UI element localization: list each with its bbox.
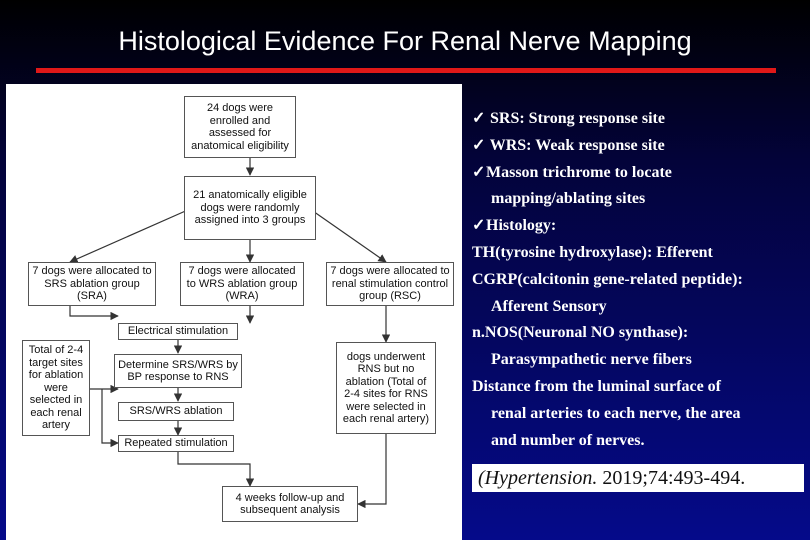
arrow-note-followup xyxy=(357,434,387,509)
box-ablation: SRS/WRS ablation xyxy=(118,402,234,421)
bullet-distance-cont: renal arteries to each nerve, the area xyxy=(491,404,741,422)
arrow-note-repeated xyxy=(101,389,119,448)
box-left-note: Total of 2-4 target sites for ablation w… xyxy=(22,340,90,436)
box-electrical-stimulation: Electrical stimulation xyxy=(118,323,238,340)
check-icon: ✓ xyxy=(472,163,486,181)
box-group-rsc: 7 dogs were allocated to renal stimulati… xyxy=(326,262,454,306)
box-group-sra: 7 dogs were allocated to SRS ablation gr… xyxy=(28,262,156,306)
bullet-cgrp-cont: Afferent Sensory xyxy=(491,297,607,315)
slide-title: Histological Evidence For Renal Nerve Ma… xyxy=(118,26,692,56)
bullet-srs: ✓ SRS: Strong response site xyxy=(472,106,810,133)
arrow-sra-stim xyxy=(69,306,119,321)
citation-ref: 2019;74:493-494. xyxy=(597,467,746,489)
check-icon: ✓ xyxy=(472,217,486,235)
citation: (Hypertension. 2019;74:493-494. xyxy=(472,464,804,492)
bullet-histology: ✓Histology: xyxy=(472,213,810,240)
check-icon: ✓ xyxy=(472,136,486,154)
box-group-wra: 7 dogs were allocated to WRS ablation gr… xyxy=(180,262,304,306)
box-determine: Determine SRS/WRS by BP response to RNS xyxy=(114,354,242,388)
bullet-nnos: n.NOS(Neuronal NO synthase): xyxy=(472,324,689,342)
bullet-cgrp: CGRP(calcitonin gene-related peptide): xyxy=(472,270,743,288)
arrow-to-sra xyxy=(69,208,191,263)
check-icon: ✓ xyxy=(472,110,486,127)
box-enrolled: 24 dogs were enrolled and assessed for a… xyxy=(184,96,296,158)
arrow-to-rsc xyxy=(309,208,387,263)
title-underline xyxy=(36,68,776,73)
flowchart-connectors xyxy=(69,157,391,509)
bullet-th: TH(tyrosine hydroxylase): Efferent xyxy=(472,243,713,261)
bullet-nnos-cont: Parasympathetic nerve fibers xyxy=(491,351,692,369)
arrow-repeated-followup xyxy=(177,452,255,487)
bullet-list: ✓ SRS: Strong response site ✓ WRS: Weak … xyxy=(472,106,810,454)
bullet-distance: Distance from the luminal surface of xyxy=(472,377,721,395)
citation-journal: (Hypertension. xyxy=(478,467,598,489)
bullet-distance-cont2: and number of nerves. xyxy=(491,431,645,449)
bullet-masson-cont: mapping/ablating sites xyxy=(491,190,646,208)
box-followup: 4 weeks follow-up and subsequent analysi… xyxy=(222,486,358,522)
box-right-note: dogs underwent RNS but no ablation (Tota… xyxy=(336,342,436,434)
box-repeated-stimulation: Repeated stimulation xyxy=(118,435,234,452)
flowchart-panel: 24 dogs were enrolled and assessed for a… xyxy=(6,84,462,540)
bullet-wrs: ✓ WRS: Weak response site xyxy=(472,133,810,160)
bullet-masson: ✓Masson trichrome to locate xyxy=(472,160,810,187)
box-randomized: 21 anatomically eligible dogs were rando… xyxy=(184,176,316,240)
